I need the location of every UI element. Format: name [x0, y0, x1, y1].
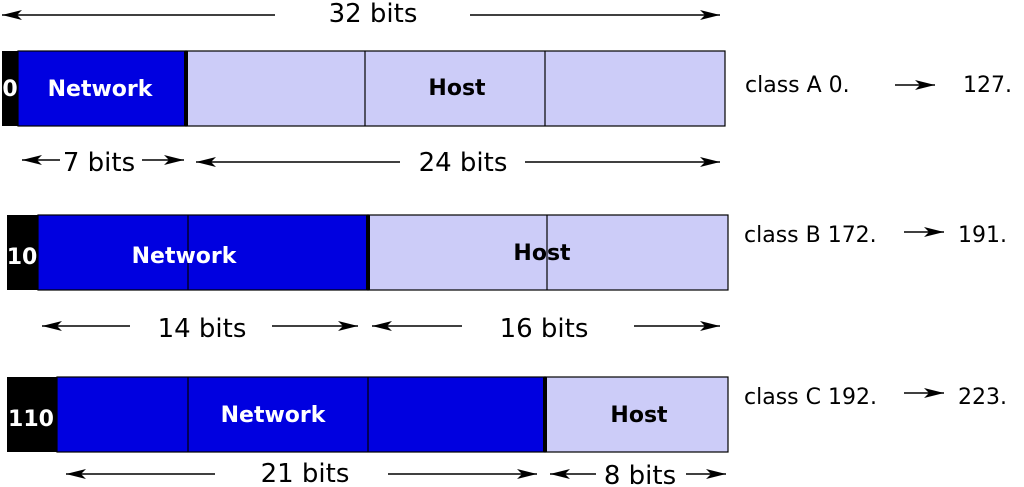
class-a-range-end: 127.: [963, 73, 1012, 98]
class-b-prefix-field: [7, 215, 38, 290]
class-b-network-label: Network: [132, 244, 238, 269]
class-b-host-label: Host: [513, 241, 571, 266]
class-c-host-bits: 8 bits: [604, 461, 676, 487]
class-a-host-label: Host: [428, 76, 486, 101]
class-a-prefix-field: [2, 51, 18, 126]
class-a-prefix: 0: [2, 77, 17, 102]
class-c-row: 110 Network Host class C 192. 223. 21 bi…: [7, 376, 1007, 487]
class-c-prefix: 110: [8, 407, 54, 432]
total-bits-span: 32 bits: [2, 0, 720, 29]
class-c-network-bits: 21 bits: [261, 459, 350, 487]
class-a-row: 0 Network Host class A 0. 127. 7 bits 24…: [2, 50, 1012, 178]
class-b-row: 10 Network Host class B 172. 191. 14 bit…: [7, 214, 1007, 344]
total-bits-label: 32 bits: [329, 0, 418, 29]
class-b-prefix: 10: [7, 245, 38, 270]
class-b-range-end: 191.: [958, 223, 1007, 248]
class-b-host-field: [367, 214, 729, 291]
class-c-range-end: 223.: [958, 385, 1007, 410]
class-b-range-label: class B 172.: [744, 223, 877, 248]
class-b-network-bits: 14 bits: [158, 314, 247, 344]
class-c-prefix-field: [7, 377, 57, 452]
class-a-network-bits: 7 bits: [63, 148, 135, 178]
class-c-network-field: [56, 376, 546, 453]
class-a-host-bits: 24 bits: [419, 148, 508, 178]
class-c-range-label: class C 192.: [744, 385, 877, 410]
class-b-host-bits: 16 bits: [500, 314, 589, 344]
class-a-network-field: [17, 50, 187, 127]
class-c-host-label: Host: [610, 403, 668, 428]
class-c-network-label: Network: [221, 403, 327, 428]
class-a-network-label: Network: [48, 77, 154, 102]
class-c-host-field: [544, 376, 729, 453]
class-a-range-label: class A 0.: [745, 73, 850, 98]
